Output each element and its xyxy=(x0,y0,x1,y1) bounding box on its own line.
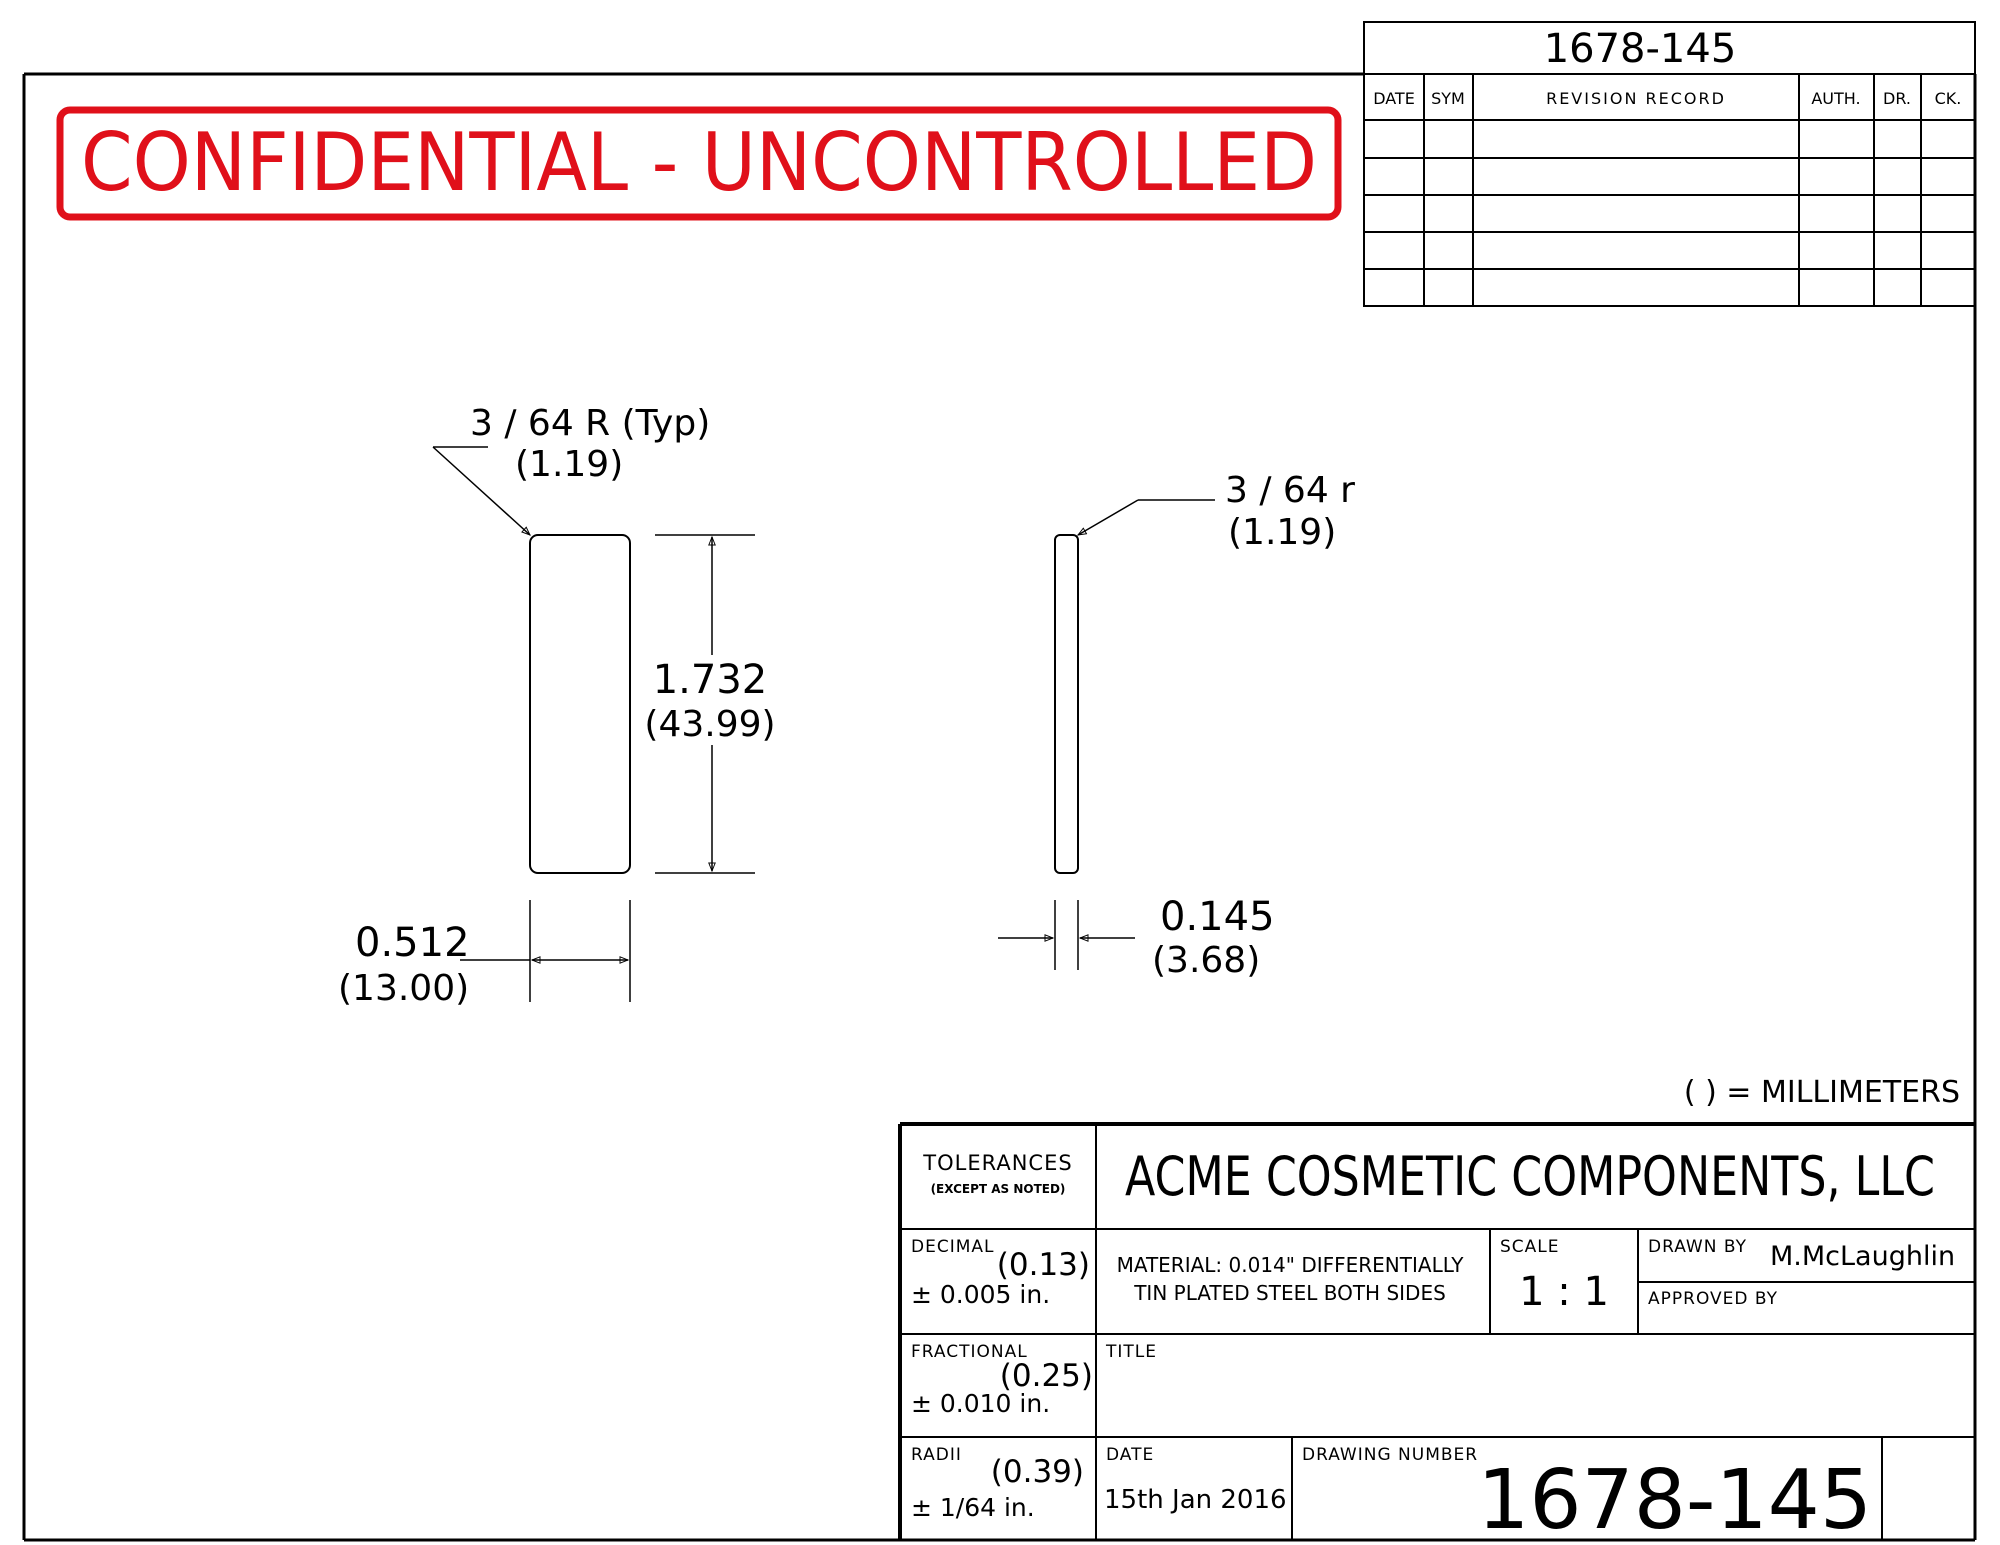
radii-mm: (0.39) xyxy=(991,1454,1084,1490)
title-label: TITLE xyxy=(1105,1342,1157,1362)
rev-header-dr: DR. xyxy=(1883,89,1911,108)
front-view-outline xyxy=(529,534,631,874)
fractional-value: ± 0.010 in. xyxy=(911,1389,1050,1418)
drawn-by-value: M.McLaughlin xyxy=(1770,1241,1955,1272)
scale-label: SCALE xyxy=(1500,1237,1560,1257)
confidential-stamp: CONFIDENTIAL - UNCONTROLLED xyxy=(56,106,1342,221)
side-view: 3 / 64 r (1.19) 0.145 (3.68) xyxy=(998,470,1355,981)
approved-by-label: APPROVED BY xyxy=(1648,1289,1778,1309)
date-value: 15th Jan 2016 xyxy=(1104,1485,1287,1515)
rev-header-sym: SYM xyxy=(1431,89,1465,108)
tolerances-title: TOLERANCES xyxy=(922,1151,1072,1175)
tolerances-subtitle: (EXCEPT AS NOTED) xyxy=(931,1182,1066,1196)
drawn-by-label: DRAWN BY xyxy=(1648,1237,1747,1257)
side-thickness-label-mm: (3.68) xyxy=(1152,940,1260,981)
front-height-label: 1.732 xyxy=(653,657,768,703)
date-label: DATE xyxy=(1106,1445,1154,1465)
side-view-outline xyxy=(1054,534,1079,874)
rev-header-date: DATE xyxy=(1373,89,1415,108)
rev-header-auth: AUTH. xyxy=(1811,89,1860,108)
drawing-number-value: 1678-145 xyxy=(1477,1453,1872,1545)
decimal-label: DECIMAL xyxy=(911,1237,994,1257)
material-line-1: MATERIAL: 0.014" DIFFERENTIALLY xyxy=(1117,1253,1465,1277)
revision-number: 1678-145 xyxy=(1544,26,1737,72)
decimal-value: ± 0.005 in. xyxy=(911,1280,1050,1309)
fractional-mm: (0.25) xyxy=(1000,1358,1093,1394)
front-width-label-mm: (13.00) xyxy=(338,968,469,1009)
side-radius-label-mm: (1.19) xyxy=(1228,512,1336,553)
front-width-label: 0.512 xyxy=(355,920,470,966)
front-view: 3 / 64 R (Typ) (1.19) 1.732 (43.99) 0.51… xyxy=(338,403,785,1009)
radii-value: ± 1/64 in. xyxy=(911,1493,1035,1522)
rev-header-ck: CK. xyxy=(1935,89,1962,108)
side-thickness-label: 0.145 xyxy=(1160,894,1275,940)
scale-value: 1 : 1 xyxy=(1519,1269,1609,1315)
drawing-number-label: DRAWING NUMBER xyxy=(1302,1445,1478,1465)
front-height-label-mm: (43.99) xyxy=(644,704,775,745)
side-radius-label: 3 / 64 r xyxy=(1225,470,1355,511)
rev-header-record: REVISION RECORD xyxy=(1546,89,1726,108)
revision-block: 1678-145 DATE SYM REVISION RECORD AUTH. … xyxy=(1363,21,1976,307)
sheet-border xyxy=(22,72,1977,1542)
company-name: ACME COSMETIC COMPONENTS, LLC xyxy=(1125,1145,1935,1208)
radii-label: RADII xyxy=(911,1445,962,1465)
title-block: TOLERANCES (EXCEPT AS NOTED) ACME COSMET… xyxy=(898,1122,1975,1545)
decimal-mm: (0.13) xyxy=(997,1247,1090,1283)
confidential-stamp-text: CONFIDENTIAL - UNCONTROLLED xyxy=(81,116,1317,209)
front-radius-label: 3 / 64 R (Typ) xyxy=(470,403,710,444)
fractional-label: FRACTIONAL xyxy=(911,1342,1028,1362)
front-radius-label-mm: (1.19) xyxy=(515,444,623,485)
units-note: ( ) = MILLIMETERS xyxy=(1684,1075,1960,1110)
material-line-2: TIN PLATED STEEL BOTH SIDES xyxy=(1133,1281,1446,1305)
